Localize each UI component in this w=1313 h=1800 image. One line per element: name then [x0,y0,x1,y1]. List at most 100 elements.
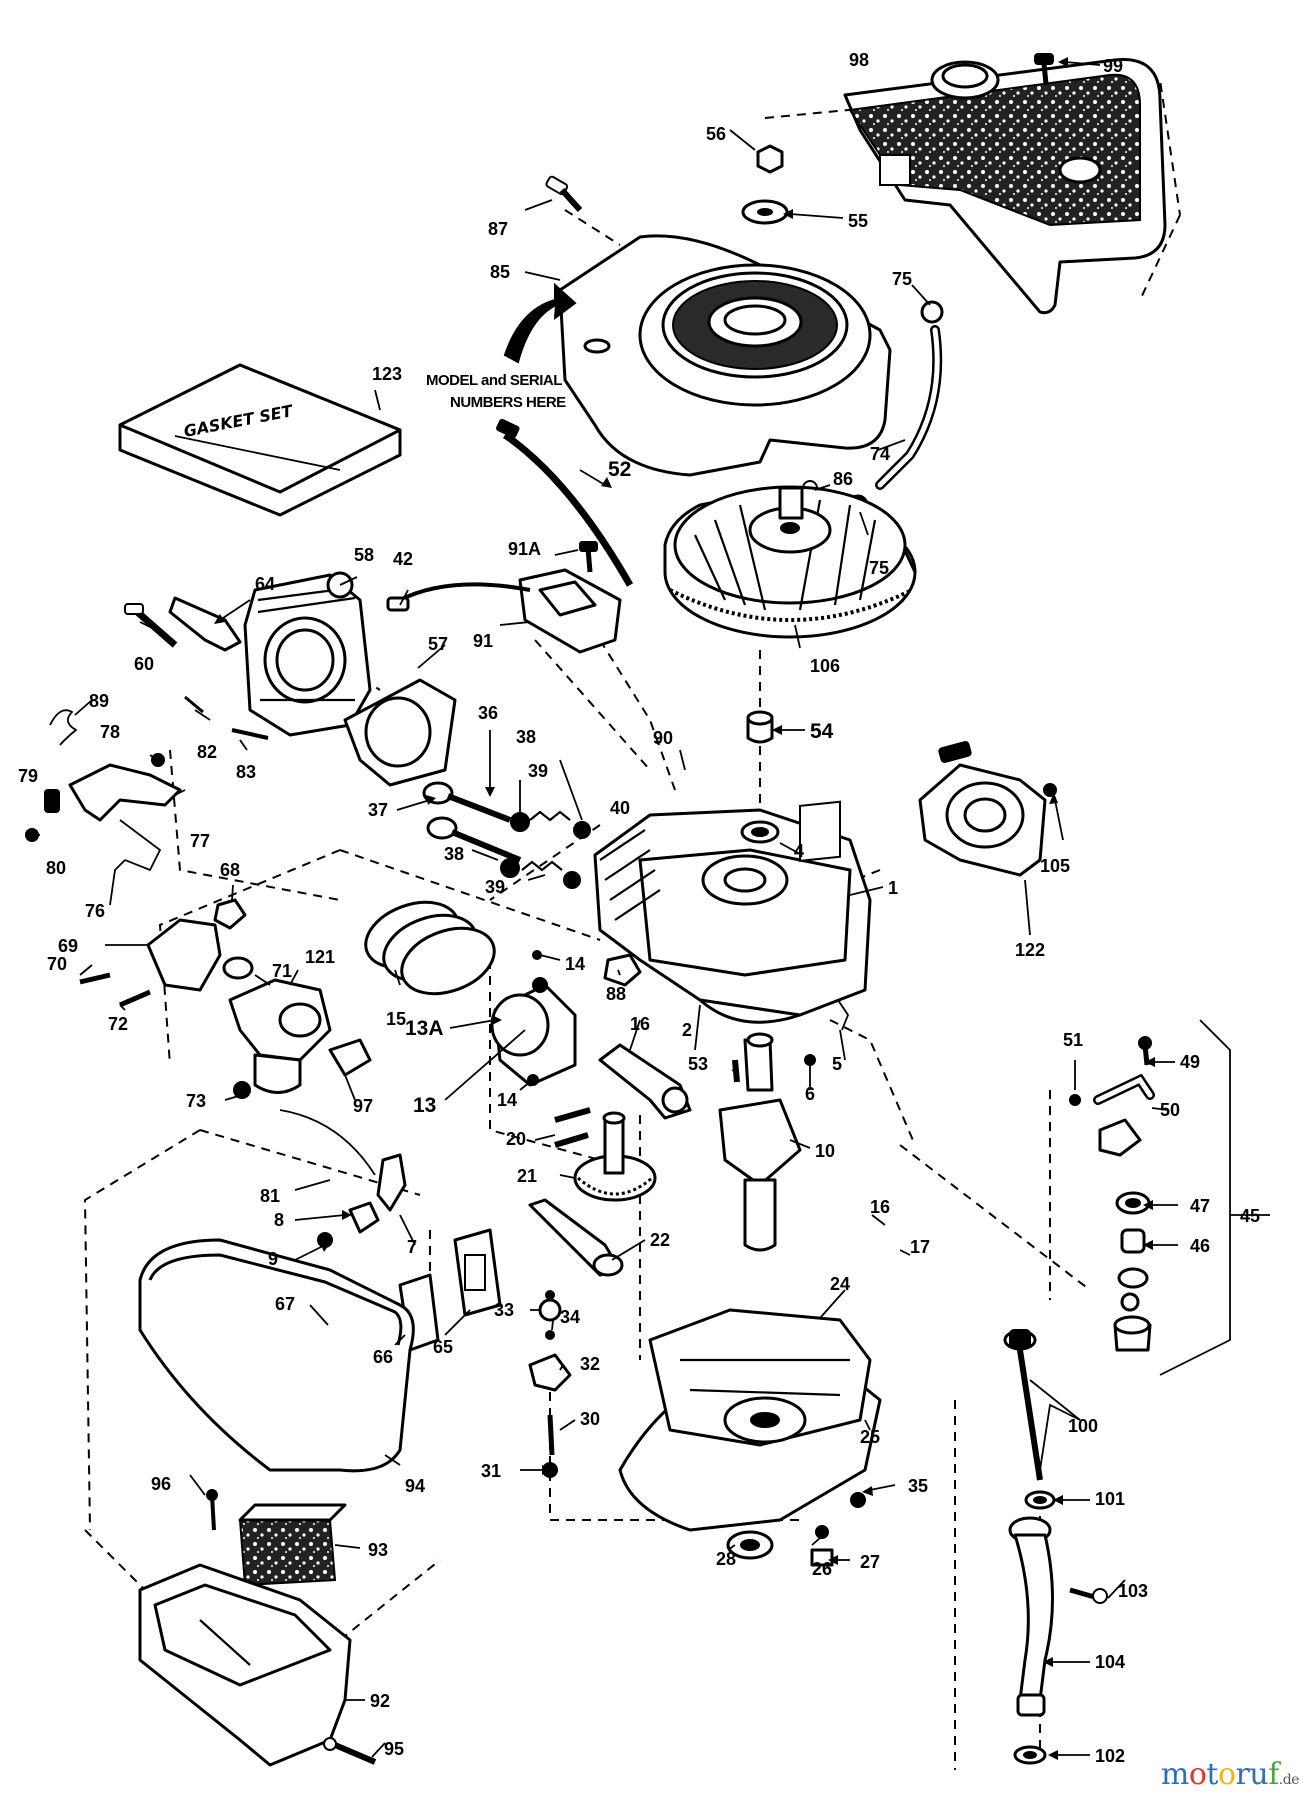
dipstick-tube-part [1008,1516,1054,1717]
bolt-part [545,175,583,213]
callout-label: 45 [1240,1206,1260,1226]
callout-label: 9 [268,1249,278,1269]
callout-label: 86 [833,469,853,489]
callout-label: 98 [849,50,869,70]
callout-label: 97 [353,1096,373,1116]
callout-label: 83 [236,762,256,782]
rewind-starter-part [918,741,1047,877]
callout-label: 94 [405,1476,425,1496]
callout-label: 15 [386,1009,406,1029]
air-filter-part [238,1503,347,1587]
callout-label: 17 [910,1237,930,1257]
callout-label: 28 [716,1549,736,1569]
callout-label: 123 [372,364,402,384]
callout-label: 122 [1015,940,1045,960]
callout-label: 52 [608,458,631,481]
callout-label: 32 [580,1354,600,1374]
callout-label: 54 [810,720,834,743]
callout-label: 53 [688,1054,708,1074]
callout-label: 73 [186,1091,206,1111]
callout-label: 24 [830,1274,850,1294]
callout-label: 96 [151,1474,171,1494]
watermark-tld: .de [1278,1772,1300,1788]
callout-label: 74 [870,444,890,464]
callout-label: 102 [1095,1746,1125,1766]
callout-label: 90 [653,728,673,748]
callout-label: 39 [485,877,505,897]
callout-label: 93 [368,1540,388,1560]
callout-label: 50 [1160,1100,1180,1120]
callout-label: 7 [407,1237,417,1257]
cylinder-head-part [124,571,372,737]
callout-label: 91A [508,539,541,559]
callout-label: 67 [275,1294,295,1314]
callout-label: 10 [815,1141,835,1161]
callout-label: 2 [682,1020,692,1040]
piston-rings-part [364,900,496,996]
callout-label: 6 [805,1084,815,1104]
callout-label: 14 [497,1090,517,1110]
callout-label: 77 [190,831,210,851]
callout-label: 49 [1180,1052,1200,1072]
callout-label: 16 [630,1014,650,1034]
callout-label: 40 [610,798,630,818]
valves-part [422,781,591,889]
callout-label: 66 [373,1347,393,1367]
callout-label: 51 [1063,1030,1083,1050]
callout-label: 56 [706,124,726,144]
model-serial-note: MODEL and SERIAL NUMBERS HERE [426,282,577,411]
callout-label: 72 [108,1014,128,1034]
callout-label: 16 [870,1197,890,1217]
callout-label: 37 [368,800,388,820]
callout-label: 69 [58,936,78,956]
callout-label: 13A [405,1017,444,1040]
callout-label: 39 [528,761,548,781]
gasket-set-part: GASKET SET [118,363,402,517]
callout-label: 91 [473,631,493,651]
callout-label: 35 [908,1476,928,1496]
callout-label: 71 [272,961,292,981]
callout-label: 27 [860,1552,880,1572]
callout-label: 65 [433,1337,453,1357]
callout-label: 82 [197,742,217,762]
carburetor-part [228,978,332,1099]
model-serial-label-line2: NUMBERS HERE [450,394,566,411]
callout-label: 1 [888,878,898,898]
callout-label: 85 [490,262,510,282]
callout-label: 42 [393,549,413,569]
callout-label: 4 [794,841,804,861]
callout-label: 57 [428,634,448,654]
callout-label: 104 [1095,1652,1125,1672]
callout-label: 88 [606,984,626,1004]
callout-label: 100 [1068,1416,1098,1436]
callout-label: 55 [848,211,868,231]
callout-label: 38 [516,727,536,747]
blower-housing-part [558,234,892,477]
callout-label: 95 [384,1739,404,1759]
callout-label: 70 [47,954,67,974]
callout-label: 101 [1095,1489,1125,1509]
air-cleaner-cover-part [138,1238,415,1473]
engine-block-part [593,800,872,1024]
callout-label: 34 [560,1307,580,1327]
callout-labels: 98 99 56 55 87 85 75 123 74 52 86 75 91A… [18,50,1260,1766]
callout-label: 31 [481,1461,501,1481]
callout-label: 5 [832,1054,842,1074]
watermark-logo: motoruf.de [1160,1757,1300,1792]
callout-label: 33 [494,1300,514,1320]
ignition-module-part [386,541,622,654]
callout-label: 105 [1040,856,1070,876]
governor-bracket-part [68,763,182,822]
callout-label: 60 [134,654,154,674]
callout-label: 76 [85,901,105,921]
callout-label: 25 [860,1427,880,1447]
callout-label: 99 [1103,56,1123,76]
callout-label: 8 [274,1210,284,1230]
crankshaft-part [718,1032,802,1252]
cam-gear-part [573,1111,657,1202]
crankcase-base-part [618,1308,882,1532]
intake-elbow-part [146,918,222,992]
screw-part [1034,53,1054,85]
callout-label: 21 [517,1166,537,1186]
callout-label: 75 [892,269,912,289]
